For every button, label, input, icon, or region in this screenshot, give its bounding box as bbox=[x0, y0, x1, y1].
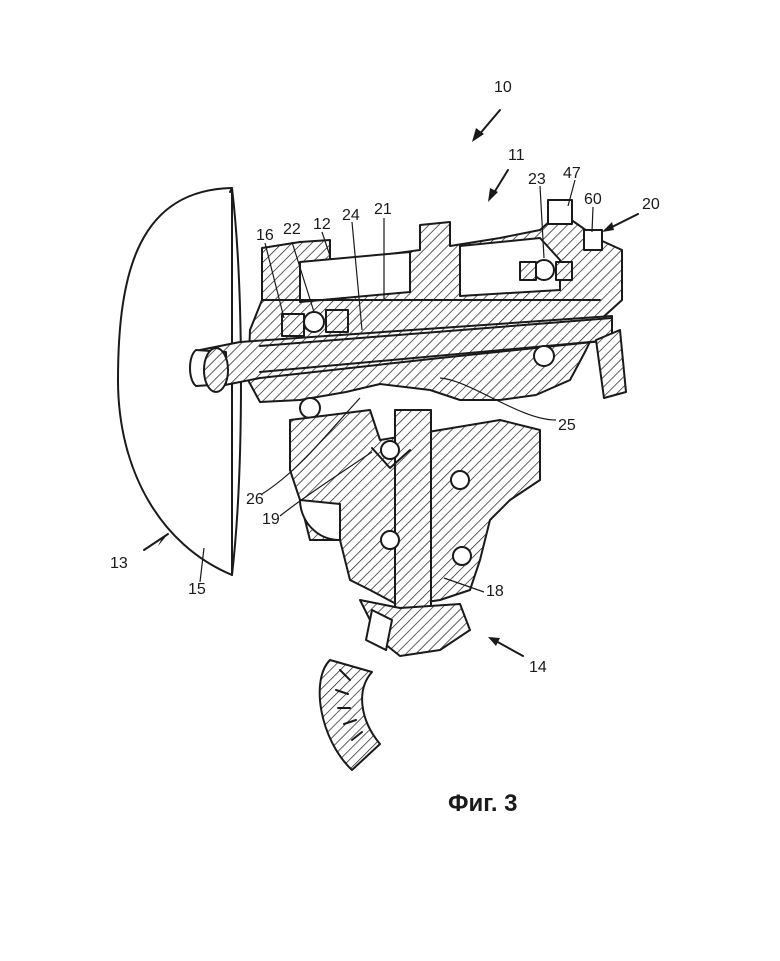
gear-housing-vertical bbox=[290, 410, 540, 610]
label-23: 23 bbox=[528, 172, 546, 188]
label-10: 10 bbox=[494, 80, 512, 96]
figure-caption: Фиг. 3 bbox=[448, 790, 518, 818]
label-26: 26 bbox=[246, 492, 264, 508]
label-47: 47 bbox=[563, 166, 581, 182]
label-25: 25 bbox=[558, 418, 576, 434]
label-18: 18 bbox=[486, 584, 504, 600]
label-60: 60 bbox=[584, 192, 602, 208]
label-24: 24 bbox=[342, 208, 360, 224]
gear-segment-14 bbox=[320, 600, 470, 770]
label-13: 13 bbox=[110, 556, 128, 572]
label-20: 20 bbox=[642, 197, 660, 213]
label-21: 21 bbox=[374, 202, 392, 218]
label-14: 14 bbox=[529, 660, 547, 676]
label-19: 19 bbox=[262, 512, 280, 528]
label-15: 15 bbox=[188, 582, 206, 598]
label-11: 11 bbox=[508, 148, 525, 164]
label-16: 16 bbox=[256, 228, 274, 244]
label-22: 22 bbox=[283, 222, 301, 238]
label-12: 12 bbox=[313, 217, 331, 233]
